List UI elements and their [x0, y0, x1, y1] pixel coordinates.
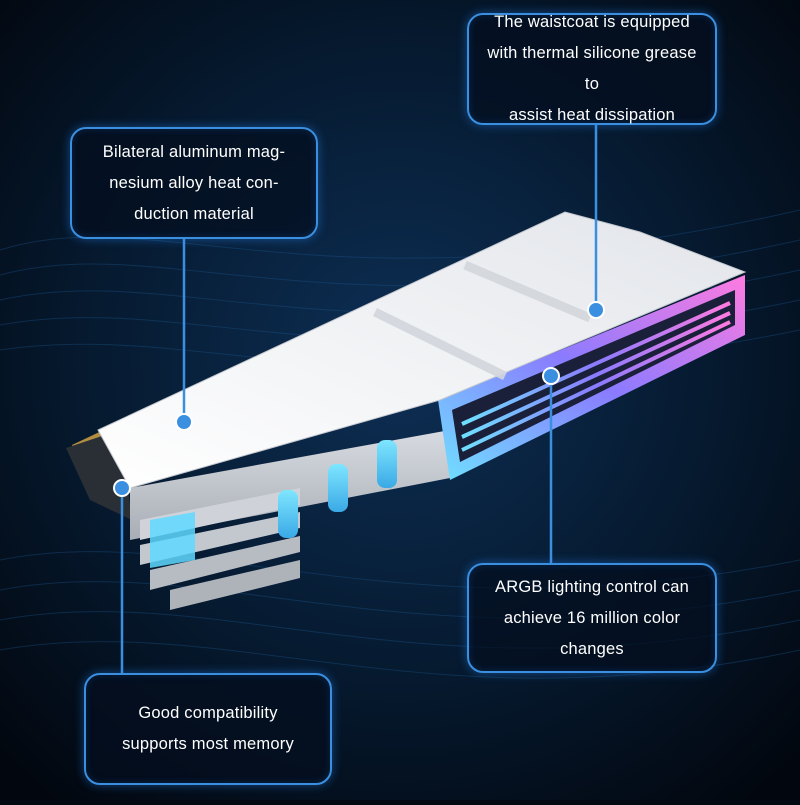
- callout-compatibility-text: Good compatibility supports most memory: [122, 704, 294, 753]
- callout-thermal-grease: The waistcoat is equipped with thermal s…: [467, 13, 717, 125]
- heatsink-fins: [140, 440, 397, 610]
- callout-compatibility: Good compatibility supports most memory: [84, 673, 332, 785]
- callout-connectors: [120, 125, 598, 673]
- callout-thermal-grease-text: The waistcoat is equipped with thermal s…: [487, 13, 697, 124]
- argb-light-bar: [438, 275, 745, 480]
- callout-alloy-material: Bilateral aluminum mag- nesium alloy hea…: [70, 127, 318, 239]
- callout-dots: [113, 301, 605, 497]
- callout-alloy-material-text: Bilateral aluminum mag- nesium alloy hea…: [102, 142, 286, 223]
- callout-argb-lighting: ARGB lighting control can achieve 16 mil…: [467, 563, 717, 673]
- callout-argb-lighting-text: ARGB lighting control can achieve 16 mil…: [495, 577, 689, 658]
- heatsink-ridges: [373, 260, 592, 381]
